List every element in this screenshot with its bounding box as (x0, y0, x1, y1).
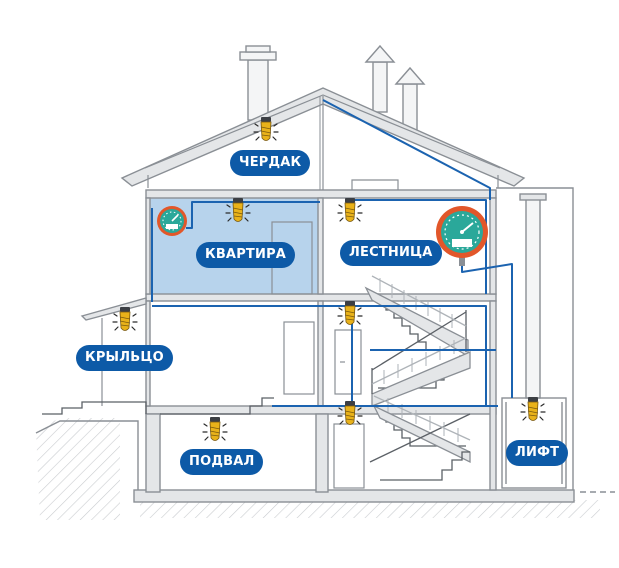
label-elevator: ЛИФТ (506, 440, 569, 466)
roof (120, 87, 526, 190)
label-porch: КРЫЛЬЦО (76, 345, 173, 371)
ground (35, 418, 615, 520)
pressure-gauge-icon (157, 206, 187, 236)
elevator-shaft (496, 187, 574, 490)
porch (42, 297, 274, 415)
label-staircase: ЛЕСТНИЦА (340, 240, 442, 266)
label-basement: ПОДВАЛ (180, 449, 264, 475)
pressure-gauge-icon (436, 206, 488, 266)
light-bulb-icon (520, 396, 546, 422)
label-apartment: КВАРТИРА (196, 242, 296, 268)
chimneys (239, 44, 426, 133)
light-bulb-icon (337, 197, 363, 223)
label-attic: ЧЕРДАК (230, 150, 311, 176)
light-bulb-icon (202, 416, 228, 442)
light-bulb-icon (337, 300, 363, 326)
